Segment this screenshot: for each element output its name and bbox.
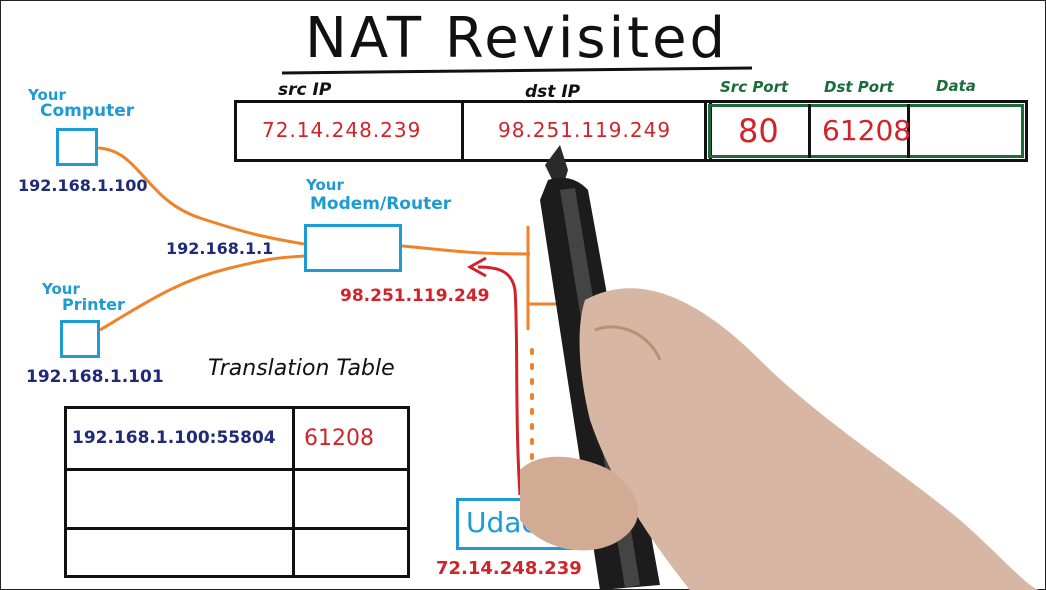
table-divider (64, 527, 410, 530)
packet-divider (808, 104, 811, 158)
translation-table-title: Translation Table (208, 356, 395, 381)
page-title: NAT Revisited (305, 6, 729, 71)
packet-dst-port: 61208 (822, 114, 912, 147)
computer-label-1: Your (28, 86, 66, 104)
translation-table (64, 406, 410, 578)
packet-port-box (708, 104, 1024, 158)
router-lan-ip: 192.168.1.1 (166, 239, 274, 258)
router-label-2: Modem/Router (310, 194, 452, 214)
packet-port-box-outer (704, 100, 1028, 162)
computer-box (56, 128, 98, 166)
wan-link (401, 244, 531, 256)
computer-link (97, 146, 305, 246)
header-src-port: Src Port (720, 78, 789, 96)
printer-label-2: Printer (62, 295, 125, 314)
table-row-1-internal: 192.168.1.100:55804 (72, 428, 276, 448)
udacity-server-ip: 72.14.248.239 (436, 558, 582, 579)
computer-ip: 192.168.1.100 (18, 176, 148, 195)
table-divider (292, 406, 295, 578)
packet-divider (461, 100, 464, 162)
header-data: Data (936, 77, 976, 95)
packet-dst-ip: 98.251.119.249 (498, 118, 672, 142)
router-box (304, 224, 402, 272)
header-src-ip: src IP (278, 80, 332, 100)
printer-box (60, 320, 100, 358)
computer-label-2: Computer (40, 101, 135, 121)
arrow-head-icon (466, 256, 487, 278)
router-label-1: Your (306, 176, 344, 194)
header-dst-ip: dst IP (525, 82, 581, 102)
return-path (477, 265, 522, 496)
router-wan-ip: 98.251.119.249 (340, 286, 490, 306)
packet-src-ip: 72.14.248.239 (262, 118, 422, 142)
printer-ip: 192.168.1.101 (26, 367, 164, 387)
table-row-1-external: 61208 (304, 426, 374, 451)
header-dst-port: Dst Port (824, 78, 894, 96)
printer-link (99, 254, 305, 332)
printer-label-1: Your (42, 280, 80, 298)
packet-src-port: 80 (738, 112, 779, 150)
table-divider (64, 468, 410, 471)
packet-divider (907, 104, 910, 158)
